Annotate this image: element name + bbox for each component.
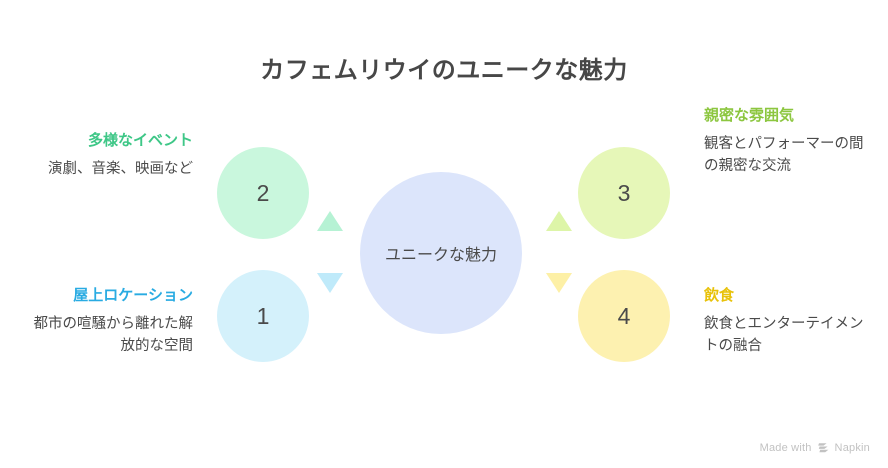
watermark-made-with-text: Made with	[759, 441, 812, 454]
label-title-intimate: 親密な雰囲気	[704, 107, 795, 124]
label-block-intimate: 親密な雰囲気 観客とパフォーマーの間の親密な交流	[704, 106, 869, 178]
label-desc-intimate: 観客とパフォーマーの間の親密な交流	[704, 136, 864, 174]
triangle-down-icon-food	[546, 273, 572, 293]
label-title-food: 飲食	[704, 287, 735, 304]
node-number-1: 1	[256, 302, 270, 329]
triangle-up-icon-intimate	[546, 211, 572, 231]
napkin-logo-icon	[817, 441, 830, 454]
label-title-rooftop: 屋上ロケーション	[73, 287, 193, 304]
triangle-up-icon-events	[317, 211, 343, 231]
page-title: カフェムリウイのユニークな魅力	[260, 57, 628, 84]
label-title-events: 多様なイベント	[87, 132, 193, 149]
node-circle-1[interactable]: 1	[217, 270, 309, 362]
node-circle-3[interactable]: 3	[578, 147, 670, 239]
label-desc-events: 演劇、音楽、映画など	[48, 161, 193, 178]
node-number-2: 2	[256, 179, 270, 206]
node-number-4: 4	[617, 302, 631, 329]
label-desc-rooftop: 都市の喧騒から離れた解放的な空間	[33, 316, 194, 354]
center-circle-label: ユニークな魅力	[384, 247, 497, 264]
node-circle-4[interactable]: 4	[578, 270, 670, 362]
label-block-events: 多様なイベント 演劇、音楽、映画など	[28, 131, 193, 181]
triangle-down-icon-rooftop	[317, 273, 343, 293]
node-circle-2[interactable]: 2	[217, 147, 309, 239]
label-block-rooftop: 屋上ロケーション 都市の喧騒から離れた解放的な空間	[28, 286, 194, 358]
label-desc-food: 飲食とエンターテイメントの融合	[704, 316, 864, 354]
center-circle[interactable]: ユニークな魅力	[360, 172, 522, 334]
label-block-food: 飲食 飲食とエンターテイメントの融合	[704, 286, 869, 358]
watermark-brand-text: Napkin	[834, 441, 870, 454]
watermark: Made with Napkin	[760, 441, 870, 454]
node-number-3: 3	[617, 179, 631, 206]
